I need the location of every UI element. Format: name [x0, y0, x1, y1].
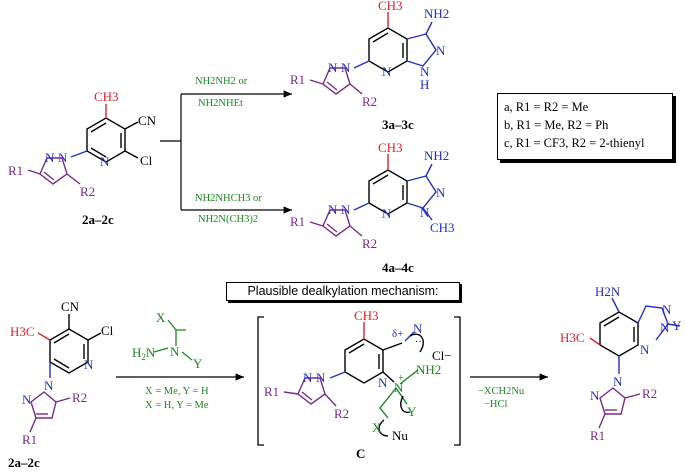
legend-b: b, R1 = Me, R2 = Ph — [504, 118, 609, 132]
cC-nh2: NH2 — [416, 362, 441, 377]
cC-label: C — [356, 446, 365, 461]
c4-n-ring: N — [382, 206, 392, 221]
cC-nu: Nu — [392, 428, 408, 443]
c2-bot-r1: R1 — [22, 432, 37, 447]
compound-2-bottom — [29, 314, 102, 433]
c4-n-pz1: N — [341, 202, 351, 217]
c2-top-n-pz1: N — [58, 150, 68, 165]
c2-top-cn: CN — [138, 113, 157, 128]
c3-nh-n: N — [420, 64, 430, 79]
cC-n-nitrile: N — [413, 321, 423, 336]
c2-bot-label: 2a–2c — [8, 455, 40, 470]
c3-ch3: CH3 — [378, 0, 403, 13]
compound-3 — [309, 12, 437, 95]
reagent-y: Y — [193, 356, 203, 371]
intermediate-brackets — [257, 316, 461, 446]
c3-n-pz2: N — [328, 60, 338, 75]
prod-n-pz1: N — [613, 374, 623, 389]
prod-n-ring: N — [640, 342, 650, 357]
reagent-x: X — [156, 310, 166, 325]
c4-ch3: CH3 — [378, 140, 403, 155]
c4-n2: N — [420, 205, 430, 220]
c2-bot-cn: CN — [61, 299, 80, 314]
c2-top-ch3: CH3 — [94, 89, 119, 104]
prod-h3c: H3C — [560, 330, 585, 345]
c2-top-r1: R1 — [8, 163, 23, 178]
c2-bot-h3c: H3C — [10, 324, 35, 339]
prod-n-pz2: N — [590, 388, 600, 403]
c4-n1: N — [436, 185, 446, 200]
cC-ch3: CH3 — [354, 308, 379, 323]
c3-r1: R1 — [290, 72, 305, 87]
cC-x: X — [372, 420, 382, 435]
mechanism-title: Plausible dealkylation mechanism: — [226, 282, 460, 301]
c4-nh2: NH2 — [424, 148, 449, 163]
cC-n-pz2: N — [303, 370, 313, 385]
reagent-top-upper-1: NH2NH2 or — [195, 76, 248, 87]
prod-r2: R2 — [642, 386, 657, 401]
reagent-bot-right-2: −HCl — [484, 399, 508, 410]
prod-n2: N — [660, 320, 670, 335]
c2-bot-n-pz1: N — [44, 378, 54, 393]
reagent-bot-right-1: −XCH2Nu — [478, 386, 525, 397]
legend-a: a, R1 = R2 = Me — [504, 100, 589, 114]
prod-y: Y — [672, 318, 682, 333]
cC-cl-ion: Cl− — [432, 348, 452, 363]
reagent-top-upper-2: NH2NHEt — [198, 98, 243, 109]
c3-r2: R2 — [362, 94, 377, 109]
c2-top-r2: R2 — [80, 184, 95, 199]
c3-nh2: NH2 — [424, 6, 449, 21]
c2-bot-n-ring: N — [84, 357, 94, 372]
cC-delta: δ+ — [392, 328, 403, 340]
c2-top-label: 2a–2c — [82, 212, 114, 227]
intermediate-C — [283, 322, 424, 437]
c4-label: 4a–4c — [382, 260, 414, 275]
cC-n-plus: N — [394, 380, 404, 395]
prod-h2n: H2N — [595, 284, 621, 299]
cC-r2: R2 — [334, 406, 349, 421]
product — [589, 297, 681, 429]
reagent-top-lower-2: NH2N(CH3)2 — [198, 214, 258, 225]
c4-n-pz2: N — [328, 202, 338, 217]
hydrazine-reagent — [153, 319, 193, 361]
reagent-n: N — [170, 344, 180, 359]
c3-n1: N — [436, 43, 446, 58]
compound-4 — [309, 154, 437, 237]
branch-arrows — [160, 90, 292, 214]
reagent-bot-left-2: X = H, Y = Me — [145, 400, 209, 411]
prod-r1: R1 — [590, 428, 605, 443]
c2-bot-r2: R2 — [72, 390, 87, 405]
cC-y: Y — [407, 404, 417, 419]
cC-lone-pair: ·· — [415, 337, 422, 348]
c2-top-n-pz2: N — [45, 150, 55, 165]
c2-top-n-ring: N — [100, 154, 110, 169]
c3-n-pz1: N — [341, 60, 351, 75]
reagent-bot-left-1: X = Me, Y = H — [145, 386, 209, 397]
c3-n-ring: N — [382, 64, 392, 79]
c3-label: 3a–3c — [382, 117, 414, 132]
reagent-h2n: H2N — [132, 345, 156, 362]
c4-nch3: CH3 — [430, 220, 455, 235]
c2-bot-cl: Cl — [101, 323, 114, 338]
cC-plus: + — [398, 373, 404, 384]
compound-2-top — [27, 104, 139, 185]
cC-n-pz1: N — [316, 370, 326, 385]
prod-n1: N — [662, 302, 672, 317]
c2-top-cl: Cl — [140, 153, 153, 168]
c3-nh-h: H — [420, 77, 429, 92]
legend-c: c, R1 = CF3, R2 = 2-thienyl — [504, 136, 645, 150]
cC-n-ring: N — [378, 375, 388, 390]
cC-r1: R1 — [264, 384, 279, 399]
c2-bot-n-pz2: N — [22, 392, 32, 407]
c4-r2: R2 — [362, 236, 377, 251]
c4-r1: R1 — [290, 214, 305, 229]
substituent-legend: a, R1 = R2 = Me b, R1 = Me, R2 = Ph c, R… — [497, 93, 673, 160]
reagent-top-lower-1: NH2NHCH3 or — [195, 193, 262, 204]
